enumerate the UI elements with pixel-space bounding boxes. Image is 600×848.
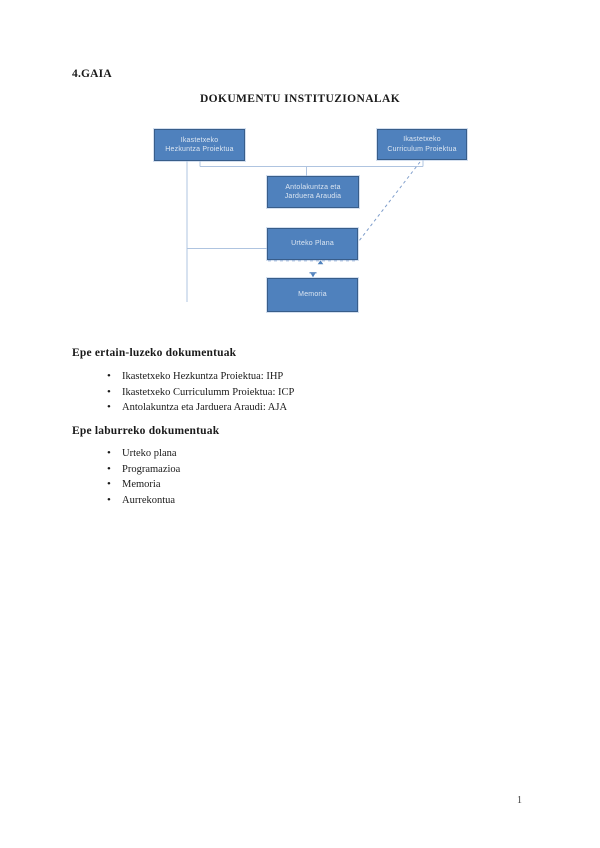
diagram-box-hezkuntza-proiektua: Ikastetxeko Hezkuntza Proiektua bbox=[154, 129, 245, 161]
list-item: Ikastetxeko Hezkuntza Proiektua: IHP bbox=[107, 369, 294, 385]
list-item: Aurrekontua bbox=[107, 493, 180, 509]
box-label-line: Ikastetxeko bbox=[403, 136, 441, 143]
box-label-line: Ikastetxeko bbox=[180, 136, 219, 144]
list-item-text: Memoria bbox=[122, 479, 161, 490]
page-number: 1 bbox=[517, 795, 522, 806]
box-label-line: Curriculum Proiektua bbox=[387, 145, 457, 153]
box-label-line: Urteko Plana bbox=[291, 240, 334, 248]
list-item: Antolakuntza eta Jarduera Araudi: AJA bbox=[107, 400, 294, 416]
connector-dashed-diagonal bbox=[358, 161, 421, 242]
list-item: Memoria bbox=[107, 477, 180, 493]
diagram-box-urteko-plana: Urteko Plana bbox=[267, 228, 358, 260]
diagram-box-curriculum-proiektua: Ikastetxeko Curriculum Proiektua bbox=[377, 129, 467, 160]
box-label-line: Memoria bbox=[298, 291, 327, 299]
section-label: 4.GAIA bbox=[72, 68, 112, 80]
box-label-line: Hezkuntza Proiektua bbox=[165, 146, 234, 153]
box-label-line: Antolakuntza eta bbox=[285, 183, 341, 191]
list-item: Programazioa bbox=[107, 462, 180, 478]
list-item-text: Aurrekontua bbox=[122, 494, 176, 506]
list-item-text: Programazioa bbox=[122, 463, 181, 475]
list-item-text: Antolakuntza eta Jarduera Araudi: AJA bbox=[122, 402, 288, 413]
down-arrow-icon bbox=[310, 273, 316, 278]
list-item-text: Ikastetxeko Hezkuntza Proiektua: IHP bbox=[122, 371, 284, 382]
short-term-list: Urteko plana Programazioa Memoria Aurrek… bbox=[107, 446, 180, 508]
up-arrow-icon bbox=[317, 260, 324, 265]
diagram-box-memoria: Memoria bbox=[267, 278, 358, 312]
page-title: DOKUMENTU INSTITUZIONALAK bbox=[199, 93, 401, 105]
list-item-text: Ikastetxeko Curriculumm Proiektua: ICP bbox=[122, 386, 295, 398]
section-heading-short-term: Epe laburreko dokumentuak bbox=[72, 425, 220, 437]
list-item: Urteko plana bbox=[107, 446, 180, 462]
section-heading-medium-long-term: Epe ertain-luzeko dokumentuak bbox=[72, 347, 237, 359]
list-item: Ikastetxeko Curriculumm Proiektua: ICP bbox=[107, 385, 294, 401]
diagram-connectors bbox=[186, 160, 424, 302]
diagram-box-jarduera-araudia: Antolakuntza eta Jarduera Araudia bbox=[267, 176, 359, 208]
medium-long-term-list: Ikastetxeko Hezkuntza Proiektua: IHP Ika… bbox=[107, 369, 294, 416]
box-label-line: Jarduera Araudia bbox=[284, 193, 342, 200]
list-item-text: Urteko plana bbox=[122, 448, 177, 459]
institutional-documents-diagram: Ikastetxeko Hezkuntza Proiektua Ikastetx… bbox=[0, 0, 600, 340]
